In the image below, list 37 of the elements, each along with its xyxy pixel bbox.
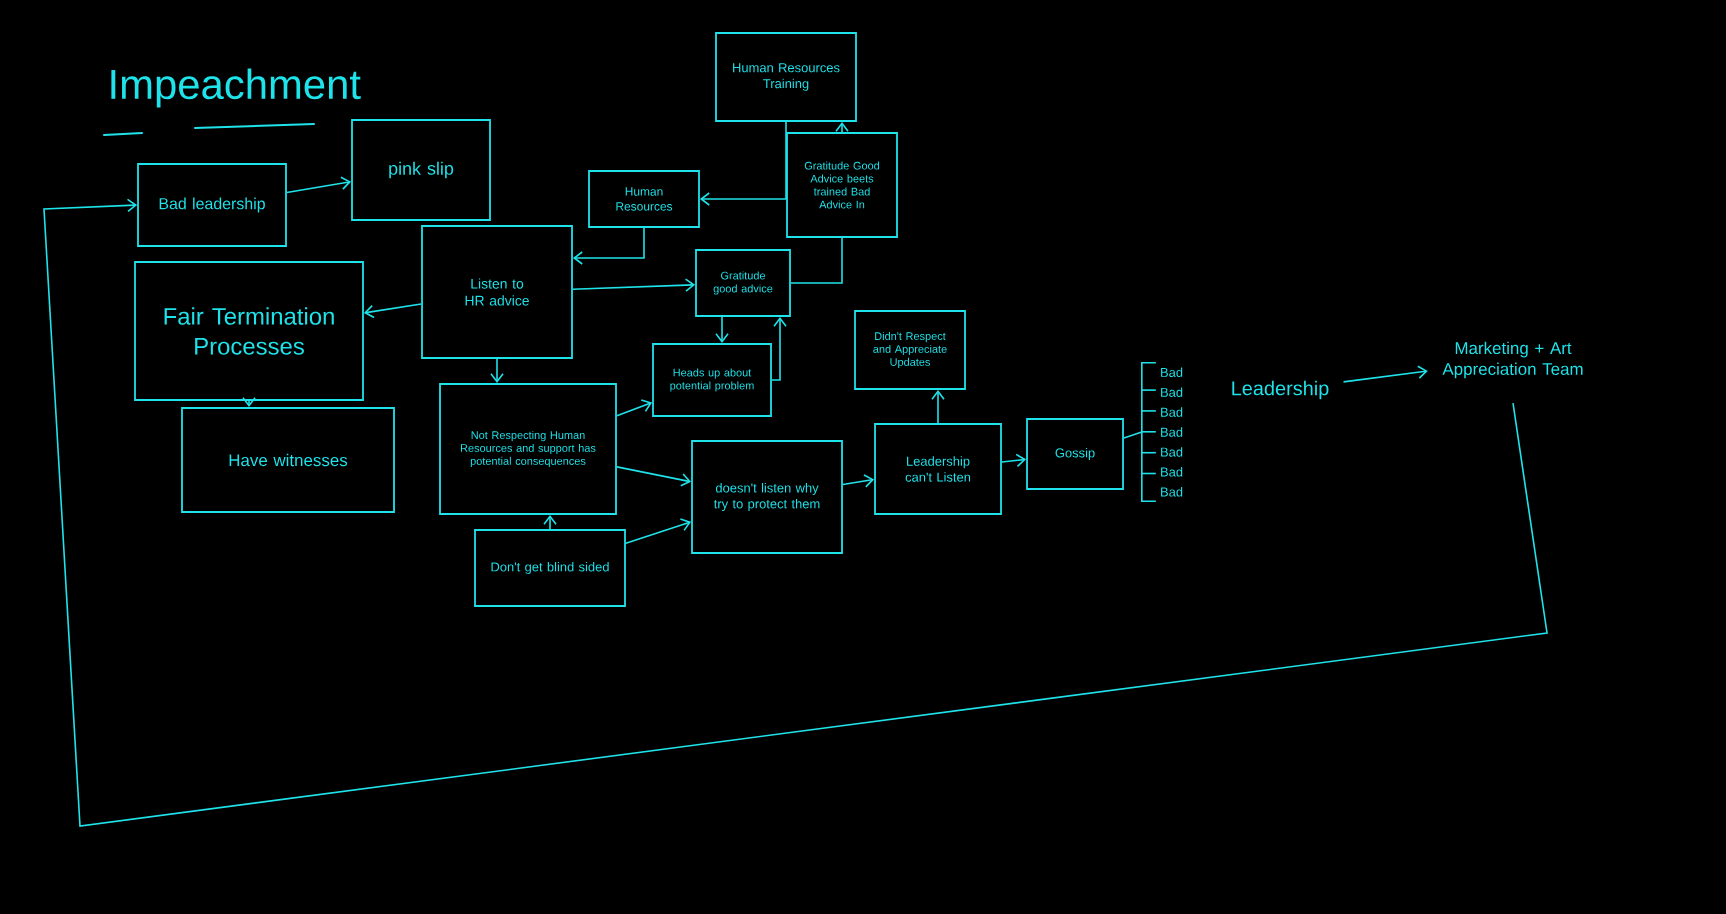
title: Impeachment bbox=[111, 68, 361, 108]
process-box: Not Respecting Human Resources and support has potential consequences bbox=[439, 383, 617, 515]
process-box: Fair Termination Processes bbox=[134, 261, 364, 401]
text-label: Marketing + Art Appreciation Team bbox=[1442, 341, 1583, 379]
process-box: Heads up about potential problem bbox=[652, 343, 772, 417]
arrow bbox=[1001, 453, 1027, 468]
process-box: Human Resources bbox=[588, 170, 700, 228]
arrow bbox=[616, 399, 653, 417]
process-box: Human Resources Training bbox=[715, 32, 857, 122]
process-box: Gratitude good advice bbox=[695, 249, 791, 317]
arrow bbox=[699, 121, 787, 206]
process-box: Bad leadership bbox=[137, 163, 287, 247]
process-box: pink slip bbox=[351, 119, 491, 221]
arrow bbox=[616, 466, 692, 487]
arrow bbox=[572, 278, 696, 292]
arrow bbox=[572, 227, 645, 265]
arrow bbox=[771, 316, 787, 381]
process-box: Listen to HR advice bbox=[421, 225, 573, 359]
arrow bbox=[625, 518, 692, 544]
process-box: Gossip bbox=[1026, 418, 1124, 490]
process-box: Leadership can't Listen bbox=[874, 423, 1002, 515]
bracket-list: Bad Bad Bad Bad Bad Bad Bad bbox=[1141, 362, 1183, 502]
process-box: doesn't listen why try to protect them bbox=[691, 440, 843, 554]
arrow bbox=[363, 303, 422, 319]
process-box: Don't get blind sided bbox=[474, 529, 626, 607]
process-box: Gratitude Good Advice beets trained Bad Advice In bbox=[786, 132, 898, 238]
arrow bbox=[43, 198, 1548, 827]
arrow bbox=[543, 514, 557, 530]
process-box: Have witnesses bbox=[181, 407, 395, 513]
arrow bbox=[842, 474, 875, 488]
arrow bbox=[715, 316, 729, 344]
arrow bbox=[1342, 365, 1428, 383]
process-box: Didn't Respect and Appreciate Updates bbox=[854, 310, 966, 390]
arrow bbox=[286, 176, 352, 194]
arrow bbox=[931, 389, 945, 424]
text-label: Leadership bbox=[1232, 380, 1329, 400]
arrow bbox=[490, 358, 504, 384]
